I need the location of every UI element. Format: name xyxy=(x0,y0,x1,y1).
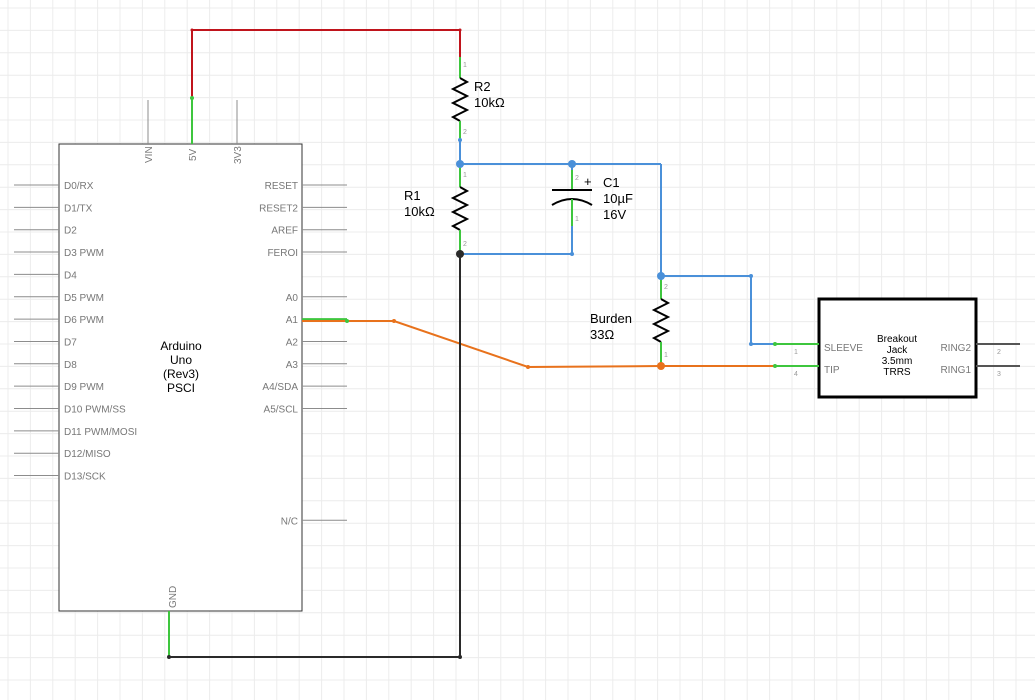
junction-dot xyxy=(568,160,576,168)
arduino-pin-label-feroi: FEROI xyxy=(267,248,298,259)
jack-title-line2: Jack xyxy=(887,345,909,356)
junction-dot xyxy=(657,362,665,370)
bend-point xyxy=(526,365,530,369)
arduino-pin-label-d3-pwm: D3 PWM xyxy=(64,248,104,259)
arduino-pin-label-a0: A0 xyxy=(286,293,299,304)
bend-point xyxy=(570,252,574,256)
arduino-pin-vin-label: VIN xyxy=(144,146,155,163)
junctions xyxy=(167,28,777,659)
jack-pin-ring1-label: RING1 xyxy=(940,365,971,376)
arduino-pin-label-reset: RESET xyxy=(265,181,298,192)
arduino-pin-label-a4-sda: A4/SDA xyxy=(262,382,298,393)
r2-pin1-number: 1 xyxy=(463,62,467,69)
arduino-pin-label-d13-sck: D13/SCK xyxy=(64,472,106,483)
jack-body xyxy=(817,297,978,399)
c1-pin1-number: 1 xyxy=(575,216,579,223)
bend-point xyxy=(345,319,349,323)
arduino-pin-label-d9-pwm: D9 PWM xyxy=(64,382,104,393)
jack-pin-ring2-number: 2 xyxy=(997,349,1001,356)
capacitor-c1[interactable]: + 2 1 C1 10µF 16V xyxy=(551,170,633,226)
burden-name: Burden xyxy=(590,311,632,326)
bend-point xyxy=(190,28,194,32)
arduino-title-line4: PSCI xyxy=(167,381,195,395)
jack-pin-sleeve-number: 1 xyxy=(794,349,798,356)
arduino-pin-label-d12-miso: D12/MISO xyxy=(64,449,111,460)
junction-dot xyxy=(456,160,464,168)
jack-pin-tip-label: TIP xyxy=(824,365,840,376)
junction-dot xyxy=(657,272,665,280)
arduino-pin-label-d2: D2 xyxy=(64,226,77,237)
arduino-pin-label-d11-pwm-mosi: D11 PWM/MOSI xyxy=(64,427,137,438)
arduino-pin-label-n-c: N/C xyxy=(281,516,298,527)
bend-point xyxy=(458,655,462,659)
burden-pin2-number: 2 xyxy=(664,284,668,291)
arduino-title-line3: (Rev3) xyxy=(163,367,199,381)
arduino-pin-label-a2: A2 xyxy=(286,337,299,348)
c1-value: 10µF xyxy=(603,191,633,206)
bend-point xyxy=(749,342,753,346)
arduino-pin-label-aref: AREF xyxy=(271,226,298,237)
r2-value: 10kΩ xyxy=(474,95,505,110)
r2-pin2-number: 2 xyxy=(463,129,467,136)
jack-pin-sleeve-label: SLEEVE xyxy=(824,343,863,354)
arduino-pin-label-reset2: RESET2 xyxy=(259,203,298,214)
bend-point xyxy=(749,274,753,278)
resistor-r2[interactable]: 1 2 R2 10kΩ xyxy=(450,57,505,140)
arduino-pin-label-d10-pwm-ss: D10 PWM/SS xyxy=(64,405,126,416)
c1-polarity: + xyxy=(584,174,592,189)
arduino-pin-3v3-label: 3V3 xyxy=(233,146,244,164)
r2-zigzag xyxy=(450,77,470,122)
resistor-burden[interactable]: 2 1 Burden 33Ω xyxy=(590,276,671,366)
bend-point xyxy=(458,138,462,142)
jack-title-line3: 3.5mm xyxy=(882,356,913,367)
burden-pin1-number: 1 xyxy=(664,352,668,359)
jack-pin-ring2-label: RING2 xyxy=(940,343,971,354)
r2-name: R2 xyxy=(474,79,491,94)
c1-pin2-number: 2 xyxy=(575,175,579,182)
bend-point xyxy=(458,28,462,32)
jack-title-line1: Breakout xyxy=(877,334,917,345)
burden-zigzag xyxy=(651,298,671,343)
arduino-pin-label-d6-pwm: D6 PWM xyxy=(64,315,104,326)
arduino-pin-label-d8: D8 xyxy=(64,360,77,371)
jack-pin-tip-number: 4 xyxy=(794,371,798,378)
arduino-pin-label-d4: D4 xyxy=(64,270,77,281)
r1-zigzag xyxy=(450,186,470,231)
breakout-jack[interactable]: 1 4 2 3 SLEEVE TIP RING2 RING1 Breakout … xyxy=(775,297,1020,399)
arduino-pin-label-a3: A3 xyxy=(286,360,299,371)
bend-point xyxy=(773,364,777,368)
arduino-title-line1: Arduino xyxy=(160,339,202,353)
junction-dot xyxy=(456,250,464,258)
arduino-pin-gnd-label: GND xyxy=(168,586,179,608)
jack-pin-ring1-number: 3 xyxy=(997,371,1001,378)
arduino-pin-label-a1: A1 xyxy=(286,315,299,326)
arduino-pin-label-d0-rx: D0/RX xyxy=(64,181,94,192)
r1-pin2-number: 2 xyxy=(463,241,467,248)
arduino-title-line2: Uno xyxy=(170,353,192,367)
bend-point xyxy=(392,319,396,323)
arduino-pin-label-d1-tx: D1/TX xyxy=(64,203,93,214)
jack-title-line4: TRRS xyxy=(883,367,911,378)
bend-point xyxy=(773,342,777,346)
bend-point xyxy=(167,655,171,659)
arduino-body xyxy=(58,143,303,612)
burden-value: 33Ω xyxy=(590,327,614,342)
r1-pin1-number: 1 xyxy=(463,172,467,179)
c1-name: C1 xyxy=(603,175,620,190)
arduino-pin-5v-label: 5V xyxy=(188,148,199,161)
r1-name: R1 xyxy=(404,188,421,203)
resistor-r1[interactable]: 1 2 R1 10kΩ xyxy=(404,164,470,254)
r1-value: 10kΩ xyxy=(404,204,435,219)
c1-voltage: 16V xyxy=(603,207,626,222)
bend-point xyxy=(190,96,194,100)
arduino-pin-label-a5-scl: A5/SCL xyxy=(264,405,299,416)
arduino-pin-label-d5-pwm: D5 PWM xyxy=(64,293,104,304)
arduino-pin-label-d7: D7 xyxy=(64,337,77,348)
wire-5v-red[interactable] xyxy=(191,29,461,98)
